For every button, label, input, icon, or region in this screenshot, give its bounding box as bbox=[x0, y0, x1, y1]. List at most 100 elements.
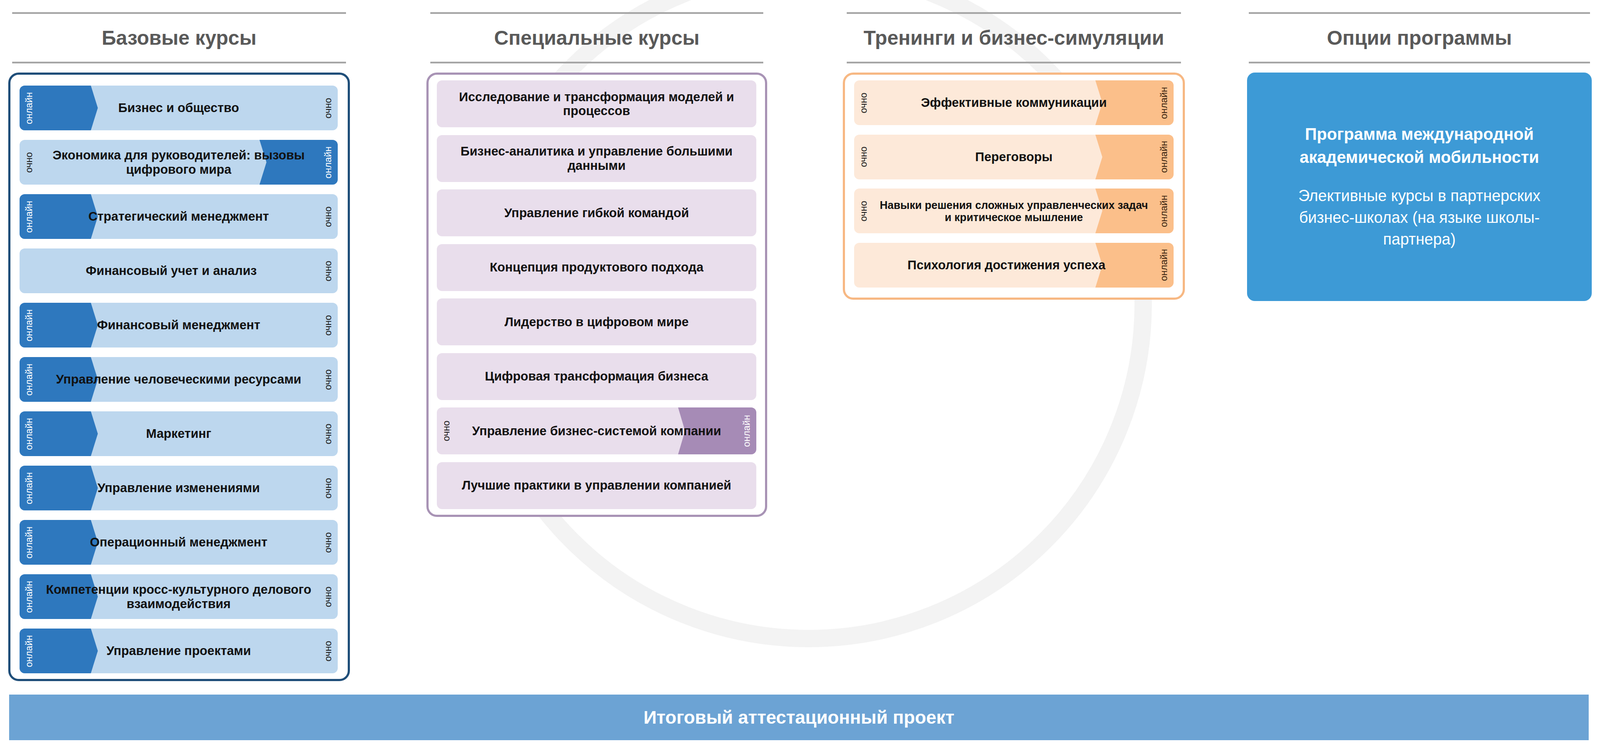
format-tag: очно bbox=[323, 532, 333, 554]
option-box: Опции программыПрограмма международной а… bbox=[1247, 12, 1592, 302]
format-tag: онлайн bbox=[24, 472, 34, 505]
format-arrow bbox=[19, 85, 98, 131]
course-box: Маркетинг онлайн очно bbox=[19, 411, 338, 457]
format-tag: онлайн bbox=[24, 635, 34, 668]
format-tag: онлайн bbox=[24, 200, 34, 233]
course-name: Финансовый менеджмент bbox=[40, 302, 317, 348]
option-box: Программа международной академической мо… bbox=[1247, 72, 1592, 302]
course-box: Концепция продуктового подхода bbox=[436, 244, 757, 292]
course-name: Эффективные коммуникации bbox=[874, 80, 1153, 126]
format-tag: очно bbox=[323, 369, 333, 391]
course-name: Исследование и трансформация моделей и п… bbox=[442, 80, 751, 128]
format-tag: онлайн bbox=[1159, 86, 1169, 120]
format-tag: онлайн bbox=[24, 363, 34, 396]
course-box: Управление изменениями онлайн очно bbox=[19, 465, 338, 511]
course-name: Управление изменениями bbox=[40, 465, 317, 511]
format-tag: очно bbox=[323, 478, 333, 499]
course-box: Исследование и трансформация моделей и п… bbox=[436, 80, 757, 128]
format-tag: очно bbox=[323, 586, 333, 608]
course-group: Тренинги и бизнес-симуляцииЭффективные к… bbox=[842, 72, 1185, 300]
course-name: Экономика для руководителей: вызовы цифр… bbox=[40, 139, 317, 185]
course-name: Навыки решения сложных управленческих за… bbox=[874, 188, 1153, 234]
final-band: Итоговый аттестационный проект bbox=[9, 695, 1589, 741]
format-tag: очно bbox=[323, 315, 333, 336]
course-box: Финансовый учет и анализ очно bbox=[19, 248, 338, 294]
course-name: Цифровая трансформация бизнеса bbox=[442, 353, 751, 401]
course-box: Лучшие практики в управлении компанией bbox=[436, 462, 757, 510]
course-box: Финансовый менеджмент онлайн очно bbox=[19, 302, 338, 348]
course-group: Базовые курсыБизнес и обществоонлайночно… bbox=[8, 72, 350, 682]
course-group: Специальные курсыИсследование и трансфор… bbox=[426, 72, 768, 518]
course-name: Финансовый учет и анализ bbox=[25, 248, 317, 294]
course-name: Операционный менеджмент bbox=[40, 520, 317, 566]
course-box: Управление гибкой командой bbox=[436, 189, 757, 237]
course-name: Переговоры bbox=[874, 134, 1153, 180]
format-tag: онлайн bbox=[1159, 195, 1169, 228]
format-tag: онлайн bbox=[24, 581, 34, 614]
format-arrow bbox=[19, 194, 98, 240]
course-name: Управление гибкой командой bbox=[442, 189, 751, 237]
course-name: Управление проектами bbox=[40, 628, 317, 674]
course-box: Управление проектами онлайн очно bbox=[19, 628, 338, 674]
course-box: Эффективные коммуникации очно онлайн bbox=[854, 80, 1174, 126]
format-arrow bbox=[1095, 134, 1174, 180]
column-header: Опции программы bbox=[1248, 12, 1591, 64]
format-tag: очно bbox=[323, 641, 333, 662]
format-tag: онлайн bbox=[741, 415, 752, 448]
format-tag: очно bbox=[858, 92, 869, 114]
band-text: Итоговый аттестационный проект bbox=[643, 707, 955, 729]
format-tag: очно bbox=[323, 423, 333, 445]
format-arrow bbox=[1095, 80, 1174, 126]
option-heading: Программа международной академической мо… bbox=[1268, 123, 1571, 170]
column-header: Тренинги и бизнес-симуляции bbox=[846, 12, 1181, 64]
column-header: Специальные курсы bbox=[430, 12, 764, 64]
format-arrow bbox=[19, 628, 98, 674]
format-arrow bbox=[19, 574, 98, 620]
format-tag: онлайн bbox=[323, 146, 333, 179]
option-body: Элективные курсы в партнерских бизнес-шк… bbox=[1271, 185, 1568, 251]
format-arrow bbox=[19, 302, 98, 348]
course-box: Лидерство в цифровом мире bbox=[436, 298, 757, 346]
course-name: Лучшие практики в управлении компанией bbox=[442, 462, 751, 510]
course-name: Компетенции кросс-культурного делового в… bbox=[40, 574, 317, 620]
format-tag: очно bbox=[858, 146, 869, 168]
course-box: Бизнес и общество онлайн очно bbox=[19, 85, 338, 131]
course-name: Стратегический менеджмент bbox=[40, 194, 317, 240]
course-name: Лидерство в цифровом мире bbox=[442, 298, 751, 346]
course-box: Операционный менеджмент онлайн очно bbox=[19, 520, 338, 566]
format-tag: онлайн bbox=[24, 309, 34, 342]
format-arrow bbox=[259, 139, 338, 185]
course-name: Управление человеческими ресурсами bbox=[40, 357, 317, 403]
course-box: Стратегический менеджмент онлайн очно bbox=[19, 194, 338, 240]
format-tag: онлайн bbox=[24, 92, 34, 125]
format-tag: очно bbox=[323, 97, 333, 119]
course-box: Психология достижения успеха онлайн bbox=[854, 242, 1174, 288]
format-tag: очно bbox=[858, 200, 869, 222]
course-name: Психология достижения успеха bbox=[860, 242, 1153, 288]
course-name: Бизнес и общество bbox=[40, 85, 317, 131]
format-arrow bbox=[19, 411, 98, 457]
course-name: Управление бизнес-системой компании bbox=[457, 407, 736, 455]
course-box: Цифровая трансформация бизнеса bbox=[436, 353, 757, 401]
format-tag: очно bbox=[323, 260, 333, 282]
format-tag: онлайн bbox=[24, 526, 34, 559]
column-header: Базовые курсы bbox=[12, 12, 346, 64]
course-box: Компетенции кросс-культурного делового в… bbox=[19, 574, 338, 620]
format-tag: очно bbox=[323, 206, 333, 228]
format-tag: онлайн bbox=[1159, 249, 1169, 282]
course-box: Управление бизнес-системой компании очно о… bbox=[436, 407, 757, 455]
course-name: Концепция продуктового подхода bbox=[442, 244, 751, 292]
format-tag: онлайн bbox=[1159, 140, 1169, 173]
format-arrow bbox=[19, 465, 98, 511]
course-box: Бизнес-аналитика и управление большими д… bbox=[436, 135, 757, 183]
course-name: Маркетинг bbox=[40, 411, 317, 457]
course-box: Навыки решения сложных управленческих за… bbox=[854, 188, 1174, 234]
format-tag: онлайн bbox=[24, 418, 34, 451]
course-box: Переговоры очно онлайн bbox=[854, 134, 1174, 180]
course-box: Экономика для руководителей: вызовы цифр… bbox=[19, 139, 338, 185]
format-tag: очно bbox=[441, 420, 452, 442]
course-box: Управление человеческими ресурсами онлайн… bbox=[19, 357, 338, 403]
course-name: Бизнес-аналитика и управление большими д… bbox=[442, 135, 751, 183]
format-tag: очно bbox=[24, 152, 34, 173]
format-arrow bbox=[19, 520, 98, 566]
